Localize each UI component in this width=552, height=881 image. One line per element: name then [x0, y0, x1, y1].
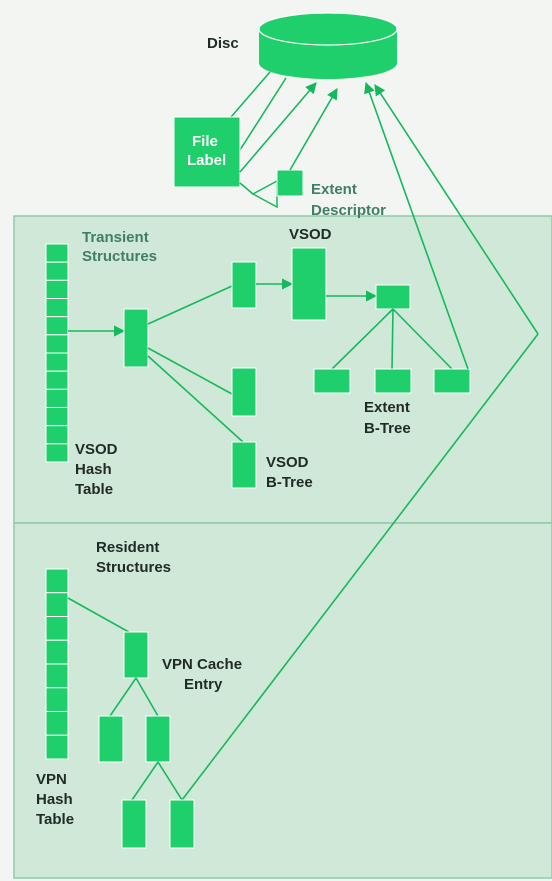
extent-btree-label-line1: Extent — [364, 399, 410, 416]
vsod-btree-label-line2: B-Tree — [266, 474, 313, 491]
extent-root-to-leaf-1-line — [331, 308, 394, 370]
vpn-child-node-1 — [98, 715, 124, 763]
vpn-hash-slot-6 — [45, 687, 69, 712]
extent-btree-leaf-1 — [313, 368, 351, 394]
vsod-btree-root-node — [123, 308, 149, 368]
vsod-hash-slot-3 — [45, 279, 69, 300]
child-2-to-leaf-1-line — [131, 761, 159, 801]
vsod-hash-slot-6 — [45, 334, 69, 354]
transient-structures-label-line2: Structures — [82, 248, 158, 265]
vpn-entry-to-disc-line-lower — [181, 333, 539, 801]
vpn-hash-slot-8 — [45, 734, 69, 760]
vsod-hash-slot-1 — [45, 243, 69, 263]
vsod-hash-slot-12 — [45, 443, 69, 463]
vsod-hash-slot-5 — [45, 316, 69, 336]
transient-structures-label-line1: Transient — [82, 229, 149, 246]
vsod-hash-table-label-line2: Hash — [75, 461, 112, 478]
extent-btree-leaf-2 — [374, 368, 412, 394]
vpn-hash-slot-5 — [45, 663, 69, 689]
vpn-hash-slot-3 — [45, 616, 69, 641]
vsod-hash-slot-2 — [45, 261, 69, 281]
vsod-hash-table-label-line1: VSOD — [75, 441, 118, 458]
file-label-to-descriptor-line — [239, 182, 254, 195]
file-label-text-line2: Label — [187, 152, 227, 169]
vpn-hash-slot-4 — [45, 639, 69, 665]
vsod-btree-child-1 — [231, 261, 257, 309]
btree-root-to-child-2-line — [147, 347, 233, 395]
btree-root-to-child-1-line — [147, 285, 233, 325]
vpn-cache-entry-label-line1: VPN Cache — [162, 656, 243, 673]
vpn-hash-table-label-line2: Hash — [36, 791, 73, 808]
vpn-leaf-node-2 — [169, 799, 195, 849]
resident-structures-label-line2: Structures — [96, 559, 172, 576]
resident-structures-panel — [13, 522, 552, 879]
resident-structures-label-line1: Resident — [96, 539, 160, 556]
vpn-cache-entry-block — [123, 631, 149, 679]
vsod-label: VSOD — [289, 226, 332, 243]
extent-descriptor-block — [276, 169, 304, 197]
child-2-to-leaf-2-line — [157, 761, 183, 801]
file-label-block — [173, 116, 241, 188]
vpn-hash-slot-1 — [45, 568, 69, 594]
vsod-hash-slot-4 — [45, 298, 69, 318]
disc-bottom — [259, 47, 397, 79]
vsod-hash-slot-9 — [45, 388, 69, 409]
extent-root-to-leaf-2-line — [391, 308, 394, 370]
file-label-to-disc-line-1 — [230, 71, 271, 118]
disc-top — [258, 12, 398, 46]
file-label-text-line1: File — [192, 133, 218, 150]
vsod-hash-table-label-line3: Table — [75, 481, 114, 498]
btree-root-to-child-3-line — [147, 355, 244, 443]
vsod-btree-child-3 — [231, 441, 257, 489]
file-label-to-disc-line-2 — [239, 77, 287, 151]
extent-btree-leaf-3 — [433, 368, 471, 394]
extent-descriptor-connector — [251, 179, 278, 209]
extent-btree-root — [375, 284, 411, 310]
vsod-block — [291, 247, 327, 321]
extent-descriptor-label-line1: Extent — [311, 181, 357, 198]
vsod-hash-slot-8 — [45, 370, 69, 390]
vpn-hash-table-label-line3: Table — [36, 811, 75, 828]
vsod-hash-slot-11 — [45, 425, 69, 445]
extent-root-to-leaf-3-line — [392, 308, 453, 370]
extent-btree-label-line2: B-Tree — [364, 420, 411, 437]
extent-descriptor-to-disc-arrow — [289, 88, 338, 171]
vpn-hash-slot-7 — [45, 711, 69, 736]
disc-label: Disc — [207, 35, 239, 52]
vsod-btree-child-2 — [231, 367, 257, 417]
file-label-to-disc-arrow — [239, 82, 317, 173]
vpn-leaf-node-1 — [121, 799, 147, 849]
cache-entry-to-child-1-line — [109, 677, 137, 717]
cache-entry-to-child-2-line — [135, 677, 159, 717]
vpn-cache-entry-label-line2: Entry — [184, 676, 223, 693]
vpn-hash-slot-2 — [45, 592, 69, 617]
vsod-hash-slot-10 — [45, 407, 69, 427]
extent-descriptor-label-line2: Descriptor — [311, 202, 387, 219]
extent-leaf-to-disc-arrow — [364, 81, 469, 370]
vsod-btree-label-line1: VSOD — [266, 454, 309, 471]
vpn-hash-to-cache-entry-line — [67, 597, 137, 637]
vpn-hash-table-label-line1: VPN — [36, 771, 67, 788]
vsod-hash-slot-7 — [45, 352, 69, 372]
vpn-child-node-2 — [145, 715, 171, 763]
vpn-entry-to-disc-arrow — [374, 84, 539, 335]
